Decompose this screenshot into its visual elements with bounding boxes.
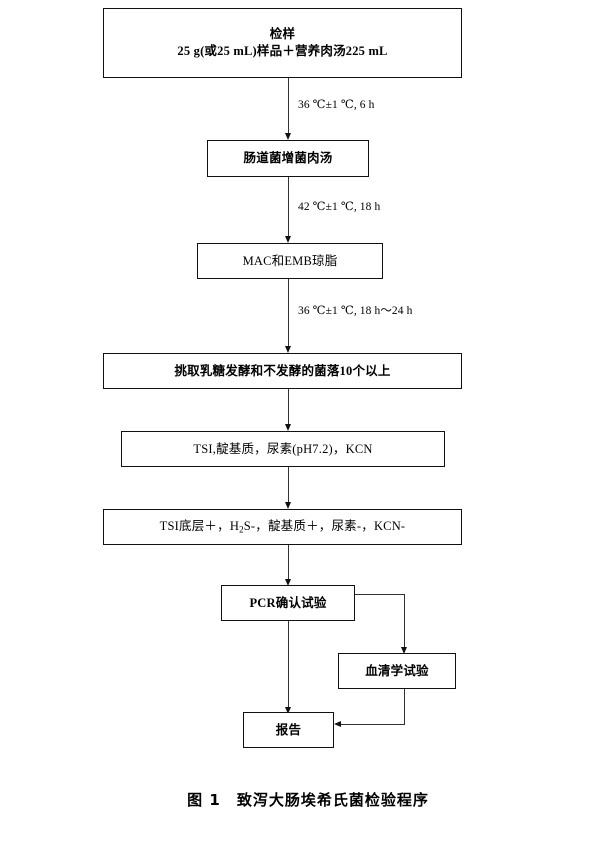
node-pick-colonies-label: 挑取乳糖发酵和不发酵的菌落10个以上 — [174, 363, 391, 378]
node-biochem-tests: TSI,靛基质，尿素(pH7.2)，KCN — [121, 431, 445, 467]
node-mac-emb-agar: MAC和EMB琼脂 — [197, 243, 383, 279]
connector-pcr-to-serology-horizontal — [355, 594, 404, 595]
connector-serology-to-report-horizontal — [341, 724, 405, 725]
edge-label-step2: 42 ℃±1 ℃, 18 h — [298, 201, 381, 213]
biochem-results-part2: S-，靛基质＋，尿素-，KCN- — [243, 519, 406, 534]
node-report-label: 报告 — [275, 722, 302, 737]
connector-pcr-to-report — [288, 621, 289, 709]
arrowhead-to-serology — [400, 647, 407, 654]
node-serology-test: 血清学试验 — [338, 653, 456, 689]
node-enrichment-broth-label: 肠道菌增菌肉汤 — [243, 151, 333, 166]
arrowhead-into-report — [334, 720, 341, 727]
node-sample-line2: 25 g(或25 mL)样品＋营养肉汤225 mL — [177, 44, 388, 58]
node-biochem-tests-label: TSI,靛基质，尿素(pH7.2)，KCN — [193, 441, 373, 456]
node-pick-colonies: 挑取乳糖发酵和不发酵的菌落10个以上 — [103, 353, 462, 389]
arrowhead-to-agar — [284, 236, 291, 243]
node-sample: 检样 25 g(或25 mL)样品＋营养肉汤225 mL — [103, 8, 462, 78]
connector-pcr-to-serology-vertical — [404, 594, 405, 649]
node-pcr-confirm-label: PCR确认试验 — [249, 595, 327, 610]
connector-agar-to-pick — [288, 279, 289, 347]
connector-results-to-pcr — [288, 545, 289, 581]
node-biochem-results-label: TSI底层＋，H2S-，靛基质＋，尿素-，KCN- — [160, 518, 406, 535]
node-report: 报告 — [243, 712, 334, 748]
arrowhead-to-broth — [284, 133, 291, 140]
node-enrichment-broth: 肠道菌增菌肉汤 — [207, 140, 369, 177]
node-biochem-results: TSI底层＋，H2S-，靛基质＋，尿素-，KCN- — [103, 509, 462, 545]
arrowhead-to-pcr — [284, 579, 291, 586]
edge-label-step3: 36 ℃±1 ℃, 18 h～24 h — [298, 305, 413, 317]
arrowhead-to-biochem — [284, 424, 291, 431]
node-pcr-confirm: PCR确认试验 — [221, 585, 355, 621]
arrowhead-to-report — [284, 707, 291, 714]
node-serology-test-label: 血清学试验 — [365, 663, 429, 678]
node-mac-emb-agar-label: MAC和EMB琼脂 — [242, 253, 338, 268]
arrowhead-to-results — [284, 502, 291, 509]
connector-pick-to-biochem — [288, 389, 289, 426]
node-sample-line1: 检样 — [269, 27, 296, 42]
biochem-results-subscript: 2 — [239, 524, 244, 535]
figure-caption: 图 1 致泻大肠埃希氏菌检验程序 — [187, 791, 429, 809]
connector-serology-to-report-vertical — [404, 689, 405, 725]
edge-label-step1: 36 ℃±1 ℃, 6 h — [298, 99, 375, 111]
connector-broth-to-agar — [288, 177, 289, 237]
connector-sample-to-broth — [288, 78, 289, 134]
biochem-results-part1: TSI底层＋，H — [159, 519, 240, 534]
arrowhead-to-pick — [284, 346, 291, 353]
connector-biochem-to-results — [288, 467, 289, 504]
